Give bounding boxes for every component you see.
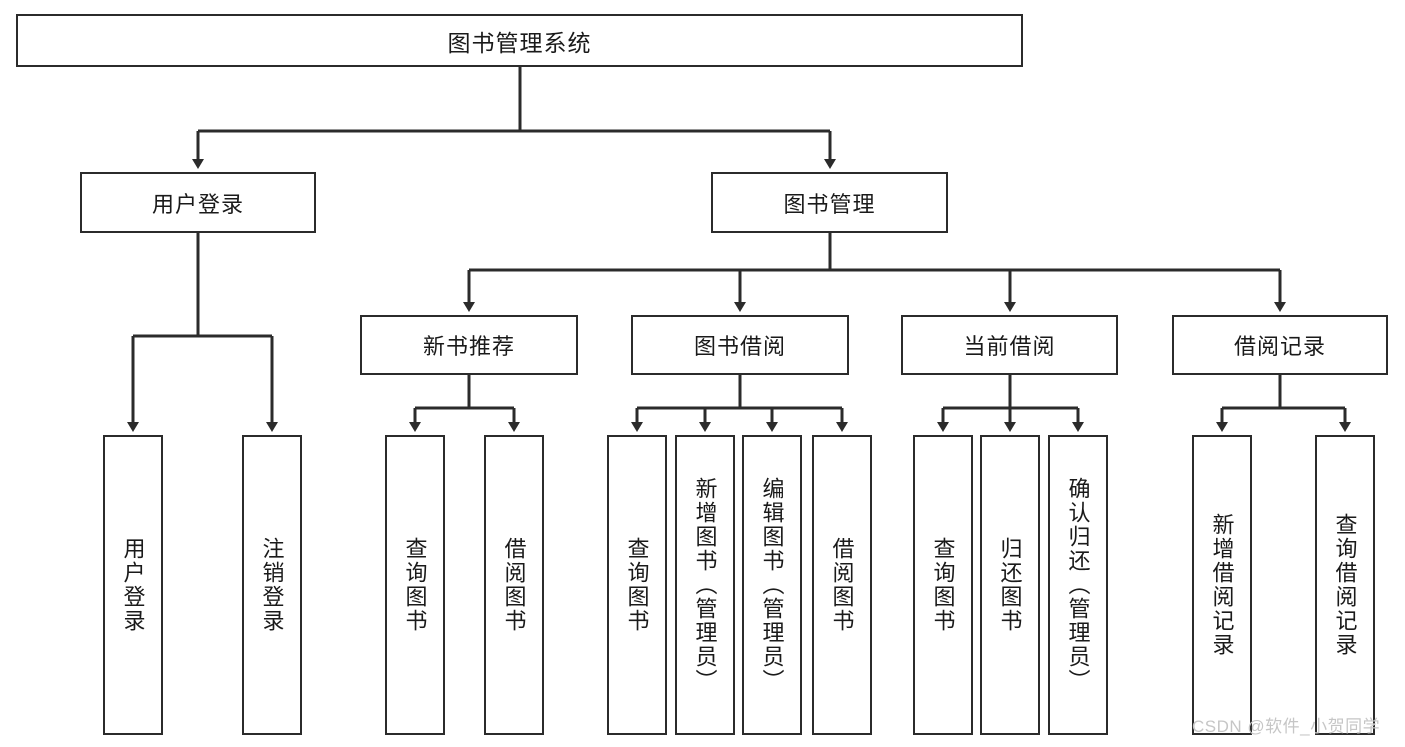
node-label: 图书管理 xyxy=(783,191,876,217)
node-label: 新增图书（管理员） xyxy=(692,477,718,693)
node-label: 当前借阅 xyxy=(963,334,1056,359)
node-new-book-recommendation[interactable]: 新书推荐 xyxy=(360,315,578,375)
leaf-borrow-record-query-record[interactable]: 查询借阅记录 xyxy=(1315,435,1375,735)
leaf-book-borrow-query-book[interactable]: 查询图书 xyxy=(607,435,667,735)
leaf-user-login[interactable]: 用户登录 xyxy=(103,435,163,735)
leaf-borrow-record-add-record[interactable]: 新增借阅记录 xyxy=(1192,435,1252,735)
node-user-login[interactable]: 用户登录 xyxy=(80,172,316,233)
node-label: 注销登录 xyxy=(259,537,285,633)
node-label: 用户登录 xyxy=(151,191,244,217)
node-label: 查询图书 xyxy=(402,537,428,633)
leaf-book-borrow-edit-book-admin[interactable]: 编辑图书（管理员） xyxy=(742,435,802,735)
node-root-library-management-system[interactable]: 图书管理系统 xyxy=(16,14,1023,67)
node-label: 用户登录 xyxy=(120,537,146,633)
node-label: 查询图书 xyxy=(930,537,956,633)
node-book-borrowing[interactable]: 图书借阅 xyxy=(631,315,849,375)
node-current-borrowing[interactable]: 当前借阅 xyxy=(901,315,1118,375)
node-label: 新书推荐 xyxy=(422,334,515,359)
node-label: 图书借阅 xyxy=(693,334,786,359)
node-label: 查询图书 xyxy=(624,537,650,633)
node-label: 借阅图书 xyxy=(829,537,855,633)
node-label: 确认归还（管理员） xyxy=(1065,477,1091,693)
leaf-logout[interactable]: 注销登录 xyxy=(242,435,302,735)
node-book-management[interactable]: 图书管理 xyxy=(711,172,948,233)
leaf-book-borrow-add-book-admin[interactable]: 新增图书（管理员） xyxy=(675,435,735,735)
node-label: 图书管理系统 xyxy=(447,29,592,56)
node-borrow-record[interactable]: 借阅记录 xyxy=(1172,315,1388,375)
leaf-current-borrow-query-book[interactable]: 查询图书 xyxy=(913,435,973,735)
node-label: 编辑图书（管理员） xyxy=(759,477,785,693)
leaf-current-borrow-return-book[interactable]: 归还图书 xyxy=(980,435,1040,735)
leaf-current-borrow-confirm-return-admin[interactable]: 确认归还（管理员） xyxy=(1048,435,1108,735)
node-label: 借阅图书 xyxy=(501,537,527,633)
node-label: 新增借阅记录 xyxy=(1209,513,1235,657)
node-label: 查询借阅记录 xyxy=(1332,513,1358,657)
leaf-new-book-query-book[interactable]: 查询图书 xyxy=(385,435,445,735)
node-label: 借阅记录 xyxy=(1233,334,1326,359)
node-label: 归还图书 xyxy=(997,537,1023,633)
watermark: CSDN @软件_小贺同学 xyxy=(1192,717,1381,736)
leaf-book-borrow-borrow-book[interactable]: 借阅图书 xyxy=(812,435,872,735)
leaf-new-book-borrow-book[interactable]: 借阅图书 xyxy=(484,435,544,735)
